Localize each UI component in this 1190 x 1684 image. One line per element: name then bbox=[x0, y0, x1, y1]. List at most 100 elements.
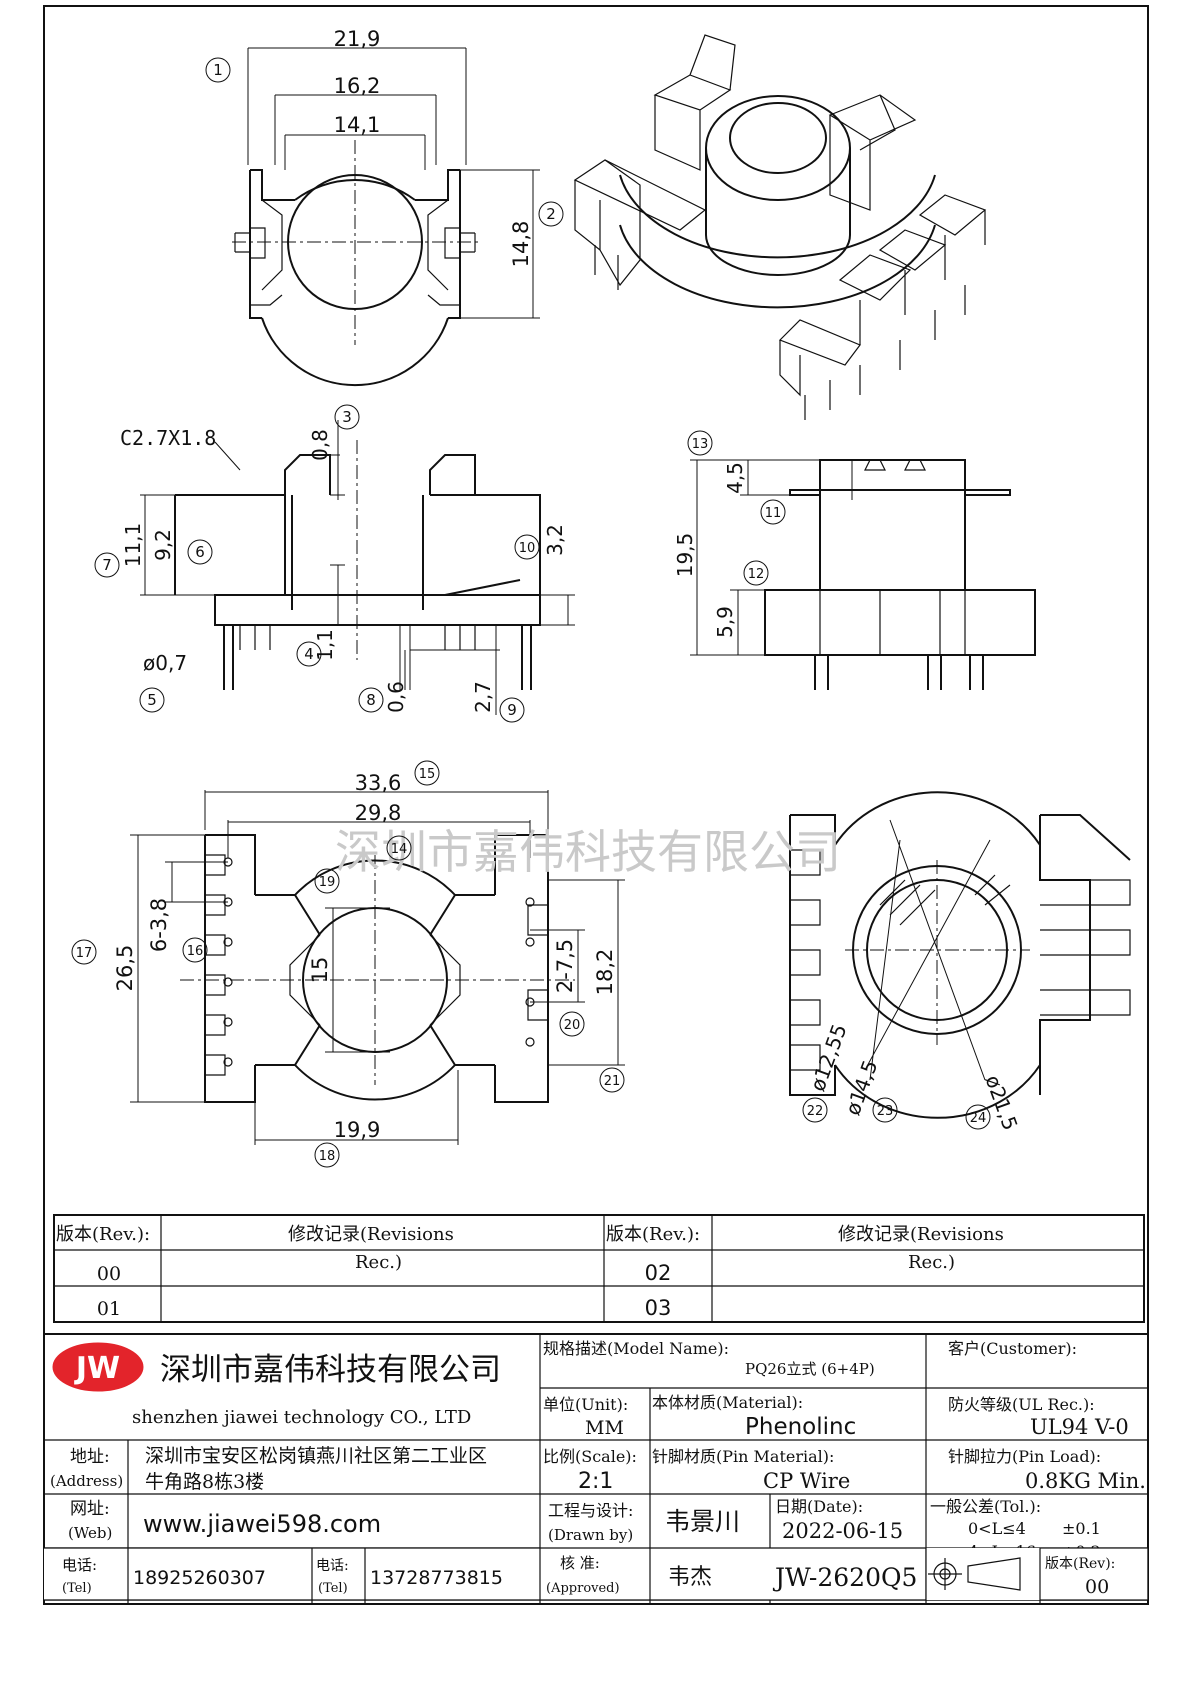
callout-label-6: 6 bbox=[195, 543, 205, 561]
side-view: 19,5 4,5 5,9 bbox=[673, 459, 1036, 690]
web-label: 网址: bbox=[70, 1499, 110, 1519]
check-label: 校 对: bbox=[560, 1552, 602, 1571]
dim-29-8: 29,8 bbox=[355, 801, 402, 825]
date-label: 日期(Date): bbox=[775, 1497, 863, 1516]
callout-circle-19 bbox=[314, 868, 340, 894]
drawn-label: 工程与设计: bbox=[548, 1501, 633, 1520]
material-value: Phenolinc bbox=[745, 1414, 856, 1440]
rev-header-right: 版本(Rev.): bbox=[606, 1224, 700, 1245]
callout-label-18: 18 bbox=[319, 1149, 336, 1164]
pin-material-label: 针脚材质(Pin Material): bbox=[652, 1447, 834, 1466]
web-value: www.jiawei598.com bbox=[143, 1510, 381, 1538]
dim-6-3-8: 6-3,8 bbox=[147, 898, 171, 952]
bottom-view: 33,6 29,8 26,5 6-3,8 15 2-7,5 18,2 19,9 bbox=[113, 771, 625, 1145]
callout-circle-24 bbox=[965, 1104, 991, 1130]
tol-value-1: ±0.1 bbox=[1062, 1519, 1101, 1538]
callout-circle-13 bbox=[687, 430, 713, 456]
callout-label-21: 21 bbox=[604, 1074, 621, 1089]
pin-material-value: CP Wire bbox=[763, 1469, 850, 1493]
jw-logo bbox=[52, 1342, 144, 1392]
tol-value-3: ±0.3 bbox=[1062, 1565, 1101, 1584]
callout-circle-10 bbox=[514, 534, 540, 560]
email-label: 邮箱: bbox=[70, 1550, 110, 1570]
tol-range-2: 4<L≤16 bbox=[968, 1542, 1036, 1561]
callout-label-16: 16 bbox=[187, 944, 204, 959]
dim-19-5: 19,5 bbox=[673, 533, 697, 578]
dim-14-8: 14,8 bbox=[509, 221, 533, 268]
callout-circle-3 bbox=[334, 404, 360, 430]
dim-15: 15 bbox=[308, 957, 332, 984]
email-value: jiawei598@163.com bbox=[144, 1561, 389, 1589]
check-value: 韦晨 bbox=[668, 1559, 718, 1588]
model-label: 规格描述(Model Name): bbox=[543, 1339, 729, 1358]
callout-label-7: 7 bbox=[102, 556, 112, 574]
dim-0-6: 0,6 bbox=[384, 681, 408, 713]
rec-header-left: 修改记录(Revisions bbox=[288, 1224, 454, 1245]
pin-holes bbox=[223, 857, 535, 1067]
callout-circle-22 bbox=[802, 1097, 828, 1123]
dim-21-9: 21,9 bbox=[334, 27, 381, 51]
tolerance-label: 一般公差(Tol.): bbox=[930, 1497, 1041, 1516]
dim-16-2: 16,2 bbox=[334, 74, 381, 98]
front-view: C2.7X1.8 0,8 11,1 9,2 3,2 1,1 ø0,7 0,6 2… bbox=[120, 420, 575, 715]
jw-logo-text: JW bbox=[74, 1351, 120, 1386]
rev-row-03: 03 bbox=[645, 1296, 672, 1320]
dim-pin-dia: ø0,7 bbox=[143, 651, 187, 675]
callout-label-12: 12 bbox=[748, 567, 765, 582]
callout-label-9: 9 bbox=[507, 701, 517, 719]
email-label-en: (E-mail) bbox=[52, 1575, 113, 1593]
callout-circle-7 bbox=[94, 552, 120, 578]
dim-dia-12-55: ø12,55 bbox=[805, 1021, 851, 1095]
pin-load-label: 针脚拉力(Pin Load): bbox=[948, 1447, 1101, 1466]
tol-range-3: 16<L≤64 bbox=[968, 1565, 1046, 1584]
callout-circle-17 bbox=[71, 939, 97, 965]
title-block: JW 深圳市嘉伟科技有限公司 shenzhen jiawei technolog… bbox=[43, 1333, 1149, 1605]
callout-circle-6 bbox=[187, 539, 213, 565]
dim-19-9: 19,9 bbox=[334, 1118, 381, 1142]
section-view: ø12,55 ø14,5 ø21,5 bbox=[789, 791, 1131, 1133]
web-label-en: (Web) bbox=[68, 1524, 112, 1542]
address-label: 地址: bbox=[70, 1447, 110, 1467]
dim-3-2: 3,2 bbox=[543, 524, 567, 556]
callout-circle-8 bbox=[358, 687, 384, 713]
callout-label-11: 11 bbox=[765, 506, 782, 521]
address-line-1: 深圳市宝安区松岗镇燕川社区第二工业区 bbox=[145, 1445, 487, 1467]
callout-label-1: 1 bbox=[213, 61, 223, 79]
tol-range-1: 0<L≤4 bbox=[968, 1519, 1026, 1538]
callout-label-22: 22 bbox=[807, 1104, 824, 1119]
callout-label-23: 23 bbox=[877, 1104, 894, 1119]
model-value: PQ26立式 (6+4P) bbox=[745, 1360, 875, 1378]
dim-26-5: 26,5 bbox=[113, 945, 137, 992]
scale-value: 2:1 bbox=[578, 1469, 613, 1494]
dim-9-2: 9,2 bbox=[151, 529, 175, 561]
callout-label-10: 10 bbox=[519, 541, 536, 556]
customer-label: 客户(Customer): bbox=[948, 1339, 1077, 1358]
isometric-view bbox=[573, 34, 987, 420]
revisions-table: 版本(Rev.): 修改记录(Revisions Rec.) 版本(Rev.):… bbox=[53, 1214, 1145, 1323]
rec-header-right: 修改记录(Revisions bbox=[838, 1224, 1004, 1245]
rev-header-left: 版本(Rev.): bbox=[56, 1224, 150, 1245]
product-no-label: 产品编号: bbox=[800, 1552, 869, 1571]
dim-14-1: 14,1 bbox=[334, 113, 381, 137]
label-chamfer: C2.7X1.8 bbox=[120, 426, 216, 450]
ul-label: 防火等级(UL Rec.): bbox=[948, 1395, 1095, 1414]
callout-label-13: 13 bbox=[692, 437, 709, 452]
scale-label: 比例(Scale): bbox=[543, 1447, 637, 1466]
callout-label-5: 5 bbox=[147, 691, 157, 709]
callout-label-24: 24 bbox=[970, 1111, 987, 1126]
callout-circle-2 bbox=[538, 201, 564, 227]
address-label-en: (Address) bbox=[50, 1472, 123, 1490]
callout-circle-11 bbox=[760, 499, 786, 525]
company-name-en: shenzhen jiawei technology CO., LTD bbox=[132, 1407, 471, 1428]
callout-label-8: 8 bbox=[366, 691, 376, 709]
tol-value-2: ±0.2 bbox=[1062, 1542, 1101, 1561]
dim-11-1: 11,1 bbox=[121, 523, 145, 568]
callout-circle-21 bbox=[599, 1067, 625, 1093]
drawn-label-en: (Drawn by) bbox=[548, 1526, 633, 1544]
top-view: 21,9 16,2 14,1 14,8 bbox=[232, 27, 540, 387]
check-label-en: (Check by) bbox=[548, 1576, 630, 1594]
dim-18-2: 18,2 bbox=[593, 949, 617, 996]
drawn-value: 韦景川 bbox=[665, 1507, 740, 1536]
callout-label-15: 15 bbox=[419, 767, 436, 782]
